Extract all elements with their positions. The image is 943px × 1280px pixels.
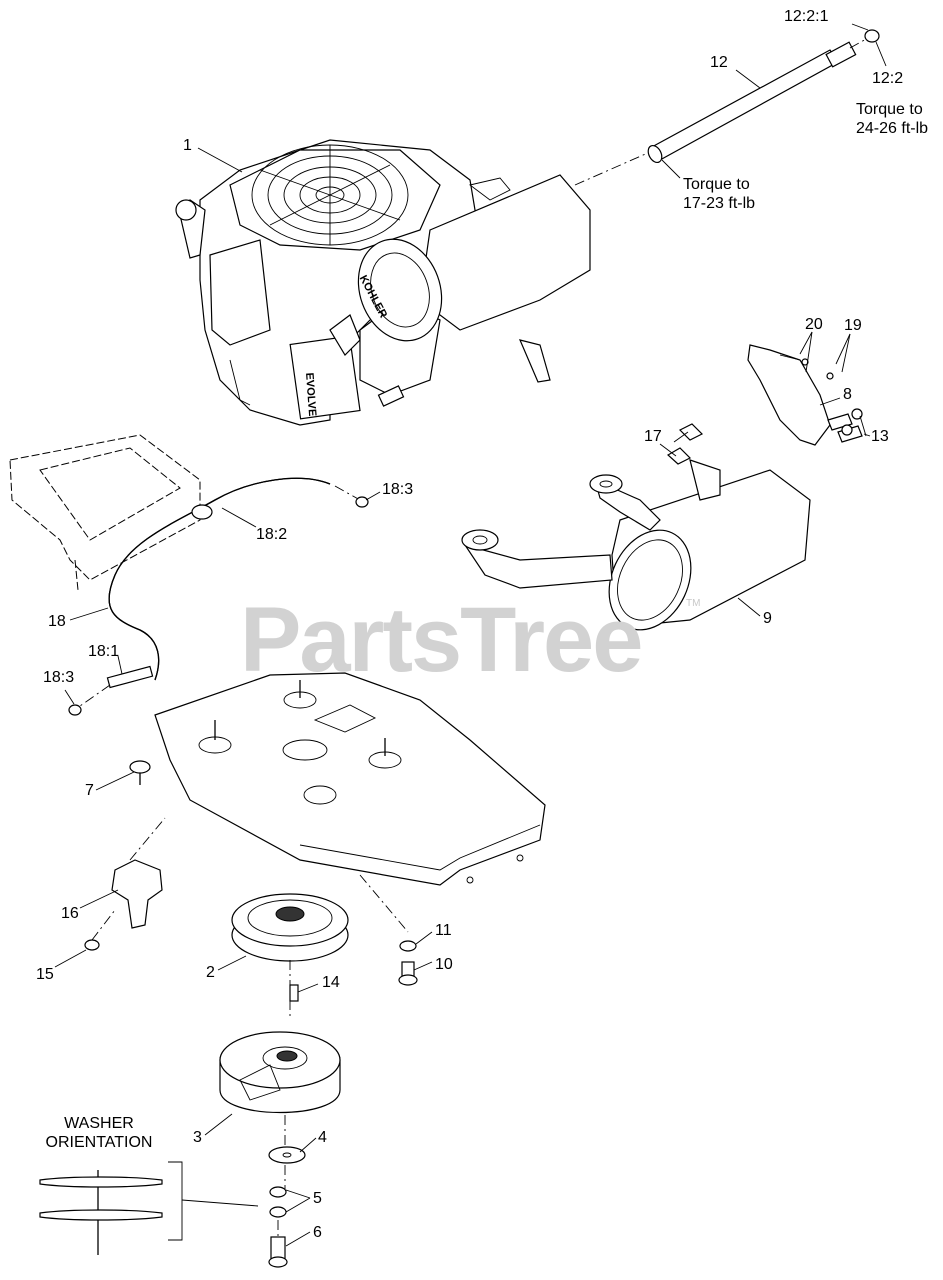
- callout-5[interactable]: 5: [313, 1190, 322, 1207]
- torque-note-lower: Torque to 17-23 ft-lb: [683, 175, 755, 213]
- washer-stack: [268, 1146, 306, 1268]
- torque-note-upper-line1: Torque to: [856, 101, 923, 118]
- bolt-10: [359, 874, 418, 986]
- callout-2[interactable]: 2: [206, 964, 215, 981]
- engine-model-badge: EVOLVE: [303, 372, 319, 417]
- callout-7[interactable]: 7: [85, 782, 94, 799]
- torque-note-lower-line2: 17-23 ft-lb: [683, 195, 756, 212]
- callout-9[interactable]: 9: [763, 610, 772, 627]
- callout-18-2[interactable]: 18:2: [256, 526, 288, 543]
- callout-6[interactable]: 6: [313, 1224, 322, 1241]
- callout-18-3-upper[interactable]: 18:3: [382, 481, 414, 498]
- extension-shaft: [574, 29, 880, 186]
- washer-orientation-title: WASHER ORIENTATION: [44, 1114, 154, 1152]
- callout-4[interactable]: 4: [318, 1129, 327, 1146]
- washer-orientation-inset: [39, 1161, 259, 1255]
- washer-orientation-line1: WASHER: [64, 1115, 134, 1132]
- callout-12[interactable]: 12: [710, 54, 728, 71]
- torque-note-upper-line2: 24-26 ft-lb: [856, 120, 929, 137]
- callout-18-1[interactable]: 18:1: [88, 643, 120, 660]
- muffler: [461, 423, 811, 631]
- callout-16[interactable]: 16: [61, 905, 79, 922]
- callout-19[interactable]: 19: [844, 317, 862, 334]
- pto-clutch: [219, 1031, 341, 1155]
- callout-13[interactable]: 13: [871, 428, 889, 445]
- leader-lines: [54, 23, 887, 1247]
- torque-note-upper: Torque to 24-26 ft-lb: [856, 100, 928, 138]
- callout-18-3-lower[interactable]: 18:3: [43, 669, 75, 686]
- muffler-bracket: [747, 344, 863, 446]
- callout-3[interactable]: 3: [193, 1129, 202, 1146]
- engine-deck-plate: [154, 672, 546, 886]
- watermark: PartsTree: [240, 589, 643, 691]
- callout-11[interactable]: 11: [435, 922, 452, 939]
- pulley: [231, 893, 349, 1020]
- callout-1[interactable]: 1: [183, 137, 192, 154]
- washer-orientation-line2: ORIENTATION: [45, 1134, 153, 1151]
- callout-10[interactable]: 10: [435, 956, 453, 973]
- callout-14[interactable]: 14: [322, 974, 340, 991]
- air-cleaner: [357, 174, 591, 383]
- callout-15[interactable]: 15: [36, 966, 54, 983]
- callout-8[interactable]: 8: [843, 386, 852, 403]
- callout-12-2[interactable]: 12:2: [872, 70, 904, 87]
- ghost-seat-platform: [9, 434, 201, 591]
- callout-12-2-1[interactable]: 12:2:1: [784, 8, 829, 25]
- torque-note-lower-line1: Torque to: [683, 176, 750, 193]
- callout-20[interactable]: 20: [805, 316, 823, 333]
- clutch-bracket: [84, 817, 166, 951]
- key-14: [289, 984, 299, 1002]
- fuel-line: [68, 477, 369, 716]
- watermark-trademark: TM: [686, 598, 701, 609]
- callout-17[interactable]: 17: [644, 428, 662, 445]
- callout-18[interactable]: 18: [48, 613, 66, 630]
- pin-7: [129, 760, 151, 785]
